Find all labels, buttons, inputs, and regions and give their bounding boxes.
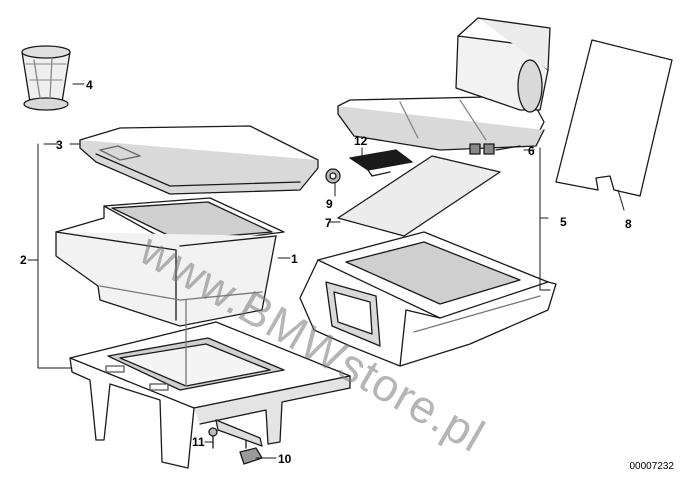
part-screw bbox=[208, 427, 218, 449]
callout-2: 2 bbox=[20, 253, 27, 267]
callout-9: 9 bbox=[326, 197, 333, 211]
callout-3: 3 bbox=[56, 138, 63, 152]
part-console-housing bbox=[299, 231, 557, 367]
callout-10: 10 bbox=[278, 452, 292, 466]
part-armrest-cushion bbox=[337, 17, 551, 151]
callout-8: 8 bbox=[625, 217, 632, 231]
part-tray bbox=[55, 197, 285, 327]
leader-lines bbox=[27, 83, 625, 459]
part-mat bbox=[337, 155, 501, 237]
part-lid bbox=[79, 125, 319, 195]
callout-7: 7 bbox=[325, 216, 332, 230]
part-clip bbox=[325, 168, 341, 184]
callout-11: 11 bbox=[192, 435, 205, 449]
part-backing-panel bbox=[555, 39, 673, 197]
callout-1: 1 bbox=[291, 252, 298, 266]
part-base bbox=[69, 299, 351, 469]
callout-4: 4 bbox=[86, 78, 93, 92]
part-small-cover bbox=[349, 149, 413, 177]
diagram-code: 00007232 bbox=[629, 461, 675, 472]
callout-6: 6 bbox=[528, 144, 535, 158]
callout-12: 12 bbox=[354, 134, 368, 148]
part-cup bbox=[21, 45, 71, 111]
part-hinge bbox=[469, 143, 521, 155]
callout-5: 5 bbox=[560, 215, 567, 229]
